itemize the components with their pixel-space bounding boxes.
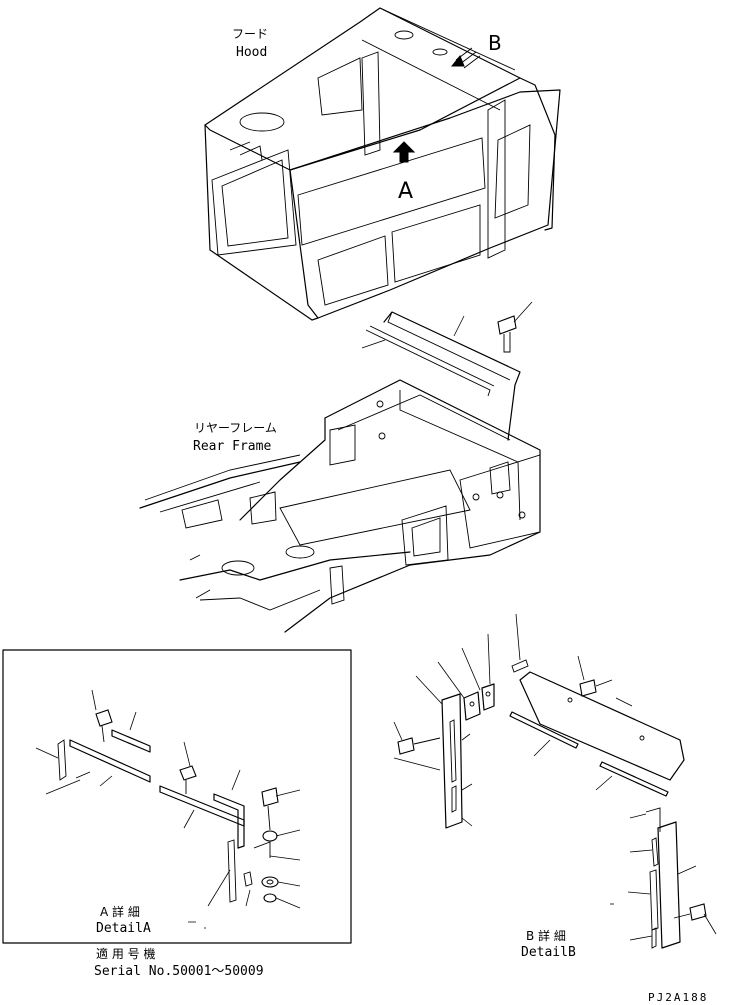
bolt-icon — [91, 689, 113, 743]
hood-assembly — [204, 7, 561, 321]
detail-b-label-jp: B 詳 細 — [526, 928, 566, 943]
serial-label-en: Serial No.50001～50009 — [94, 964, 264, 979]
bolt-icon — [497, 301, 533, 353]
detail-a-frame — [2, 649, 352, 944]
bolt-icon — [393, 721, 441, 771]
cover-plate-group — [361, 301, 533, 441]
view-b-marker: B — [488, 31, 502, 55]
hood-label-en: Hood — [236, 45, 267, 60]
rear-frame-label: リヤーフレーム Rear Frame — [193, 421, 277, 454]
detail-b-parts — [393, 613, 717, 949]
bolt-icon — [261, 787, 301, 831]
detail-b-label: B 詳 細 DetailB — [521, 928, 576, 960]
bolt-icon — [673, 903, 717, 935]
washer-icon — [263, 893, 301, 909]
detail-a-label: A 詳 細 DetailA — [96, 904, 206, 936]
view-a-marker: A — [398, 179, 413, 204]
bolt-icon — [577, 655, 613, 697]
serial-label-jp: 適 用 号 機 — [96, 946, 155, 961]
rear-frame-label-jp: リヤーフレーム — [194, 421, 277, 435]
detail-a-label-en: DetailA — [96, 921, 151, 936]
washer-icon — [261, 876, 301, 888]
rear-frame-label-en: Rear Frame — [193, 439, 271, 454]
hood-label: フード Hood — [232, 27, 268, 60]
nut-icon — [262, 829, 301, 842]
hood-label-jp: フード — [232, 27, 268, 41]
detail-a-label-jp: A 詳 細 — [100, 904, 140, 919]
bolt-icon — [179, 741, 197, 794]
rear-frame-assembly — [139, 379, 541, 633]
serial-label: 適 用 号 機 Serial No.50001～50009 — [94, 946, 264, 979]
detail-a-parts — [35, 689, 301, 909]
detail-b-label-en: DetailB — [521, 945, 576, 960]
drawing-code: PJ2A188 — [648, 991, 708, 1004]
